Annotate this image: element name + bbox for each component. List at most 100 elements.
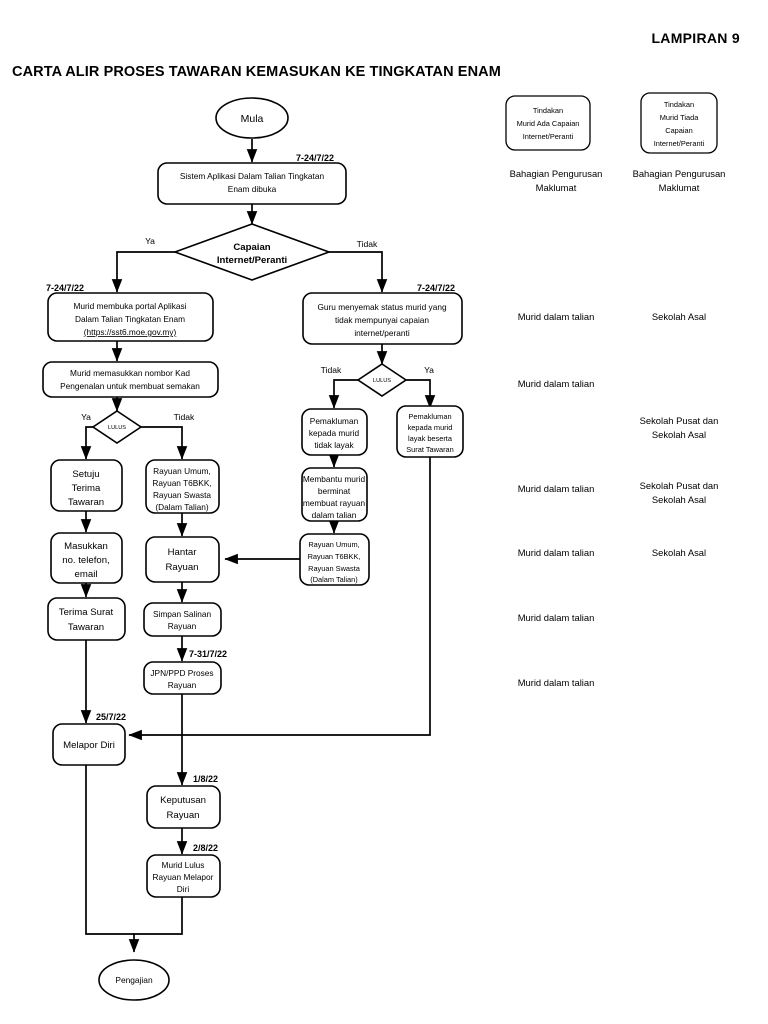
rayuan-jenis-mid-line3: Rayuan Swasta [308,564,361,573]
terima-surat-line1: Terima Surat [59,607,114,618]
hantar-rayuan-shape [145,536,220,583]
jpn-ppd-shape [143,661,222,695]
pemakluman-tidak-layak-shape [301,408,368,456]
side-label-col1-5: Murid dalam talian [518,677,595,688]
node-setuju-terima: Setuju Terima Tawaran [50,459,123,512]
decision-capaian-branch-left: Ya [145,236,155,246]
terima-surat-line2: Tawaran [68,622,104,633]
side-label-col1-4: Murid dalam talian [518,612,595,623]
end-shape [98,959,170,1001]
connector-lulus-left-ya [80,426,93,460]
guru-semak-line2: tidak mempunyai capaian [335,315,429,325]
side-label-col1-1: Murid dalam talian [518,378,595,389]
rayuan-jenis-mid-line1: Rayuan Umum, [308,540,359,549]
murid-portal-shape [47,292,214,342]
murid-kad-line2: Pengenalan untuk membuat semakan [60,381,200,391]
legend-left-caption-line2: Maklumat [536,182,577,193]
side-label-col2-1: Sekolah Pusat dan [640,415,719,426]
masukkan-telefon-line1: Masukkan [64,541,108,552]
connector-lulus-right-tidak [328,379,358,409]
simpan-salinan-line1: Simpan Salinan [153,609,212,619]
rayuan-jenis-mid-line2: Rayuan T6BKK, [308,552,361,561]
legend-left-line1: Tindakan [533,106,563,115]
side-label-col2-3: Sekolah Pusat dan [640,480,719,491]
keputusan-rayuan-date: 1/8/22 [193,774,218,784]
legend-box-right: Tindakan Murid Tiada Capaian Internet/Pe… [640,92,718,154]
system-open-date: 7-24/7/22 [296,153,334,163]
membantu-murid-line3: membuat rayuan [303,498,366,508]
murid-kad-line1: Murid memasukkan nombor Kad [70,368,190,378]
node-murid-portal: Murid membuka portal Aplikasi Dalam Tali… [46,283,214,342]
pemakluman-layak-shape [396,405,464,458]
murid-portal-url[interactable]: (https://sst6.moe.gov.my) [84,327,177,337]
guru-semak-date: 7-24/7/22 [417,283,455,293]
melapor-diri-shape [52,723,126,766]
membantu-murid-shape [301,467,368,522]
decision-capaian-branch-right: Tidak [357,239,378,249]
murid-portal-date: 7-24/7/22 [46,283,84,293]
node-murid-lulus-melapor: Murid Lulus Rayuan Melapor Diri 2/8/22 [146,843,221,898]
membantu-murid-line4: dalam talian [312,510,357,520]
murid-lulus-melapor-shape [146,854,221,898]
hantar-rayuan-line2: Rayuan [165,562,198,573]
rayuan-jenis-mid-line4: (Dalam Talian) [310,575,358,584]
guru-semak-line3: internet/peranti [354,328,410,338]
simpan-salinan-line2: Rayuan [168,621,197,631]
node-end: Pengajian [98,959,170,1001]
legend-caption-right: Bahagian Pengurusan Maklumat [633,168,726,193]
rayuan-jenis-left-line2: Rayuan T6BKK, [152,478,211,488]
start-label: Mula [241,113,264,125]
simpan-salinan-shape [143,602,222,637]
pemakluman-layak-line1: Pemakluman [408,412,451,421]
setuju-terima-shape [50,459,123,512]
end-label: Pengajian [115,975,153,985]
side-label-col2-4: Sekolah Asal [652,494,706,505]
legend-box-left: Tindakan Murid Ada Capaian Internet/Pera… [505,95,591,151]
pemakluman-tidak-layak-line3: tidak layak [314,440,354,450]
node-jpn-ppd: JPN/PPD Proses Rayuan 7-31/7/22 [143,649,227,695]
decision-lulus-right-label: LULUS [373,378,391,384]
rayuan-jenis-left-shape [145,459,220,514]
system-open-line1: Sistem Aplikasi Dalam Talian Tingkatan [180,171,325,181]
node-keputusan-rayuan: Keputusan Rayuan 1/8/22 [146,774,221,829]
murid-kad-shape [42,361,219,398]
node-simpan-salinan: Simpan Salinan Rayuan [143,602,222,637]
decision-lulus-right-branch-left: Tidak [321,365,342,375]
node-start: Mula [215,97,289,139]
jpn-ppd-date: 7-31/7/22 [189,649,227,659]
jpn-ppd-line1: JPN/PPD Proses [150,668,213,678]
setuju-terima-line3: Tawaran [68,497,104,508]
start-shape [215,97,289,139]
hantar-rayuan-line1: Hantar [168,547,198,558]
legend-caption-left: Bahagian Pengurusan Maklumat [510,168,603,193]
legend-right-line1: Tindakan [664,100,694,109]
legend-right-line3: Capaian [665,126,693,135]
decision-lulus-left-branch-right: Tidak [174,412,195,422]
murid-portal-line2: Dalam Talian Tingkatan Enam [75,314,185,324]
masukkan-telefon-shape [50,532,123,584]
lampiran-label: LAMPIRAN 9 [651,30,740,46]
membantu-murid-line2: berminat [318,486,351,496]
node-guru-semak: Guru menyemak status murid yang tidak me… [302,283,463,345]
side-label-col2-0: Sekolah Asal [652,311,706,322]
node-pemakluman-tidak-layak: Pemakluman kepada murid tidak layak [301,408,368,456]
side-label-col1-2: Murid dalam talian [518,483,595,494]
legend-right-line2: Murid Tiada [660,113,700,122]
legend-right-shape [640,92,718,154]
system-open-shape [157,162,347,205]
node-murid-kad: Murid memasukkan nombor Kad Pengenalan u… [42,361,219,398]
legend-right-line4: Internet/Peranti [654,139,705,148]
decision-lulus-right-branch-right: Ya [424,365,434,375]
melapor-diri-date: 25/7/22 [96,712,126,722]
node-masukkan-telefon: Masukkan no. telefon, email [50,532,123,584]
node-melapor-diri: Melapor Diri 25/7/22 [52,712,126,766]
guru-semak-line1: Guru menyemak status murid yang [317,302,447,312]
connector-lulus-right-ya [406,379,436,409]
pemakluman-tidak-layak-line2: kepada murid [309,428,360,438]
node-terima-surat: Terima Surat Tawaran [47,597,126,641]
keputusan-rayuan-line1: Keputusan [160,795,206,806]
legend-right-caption-line2: Maklumat [659,182,700,193]
keputusan-rayuan-line2: Rayuan [166,810,199,821]
